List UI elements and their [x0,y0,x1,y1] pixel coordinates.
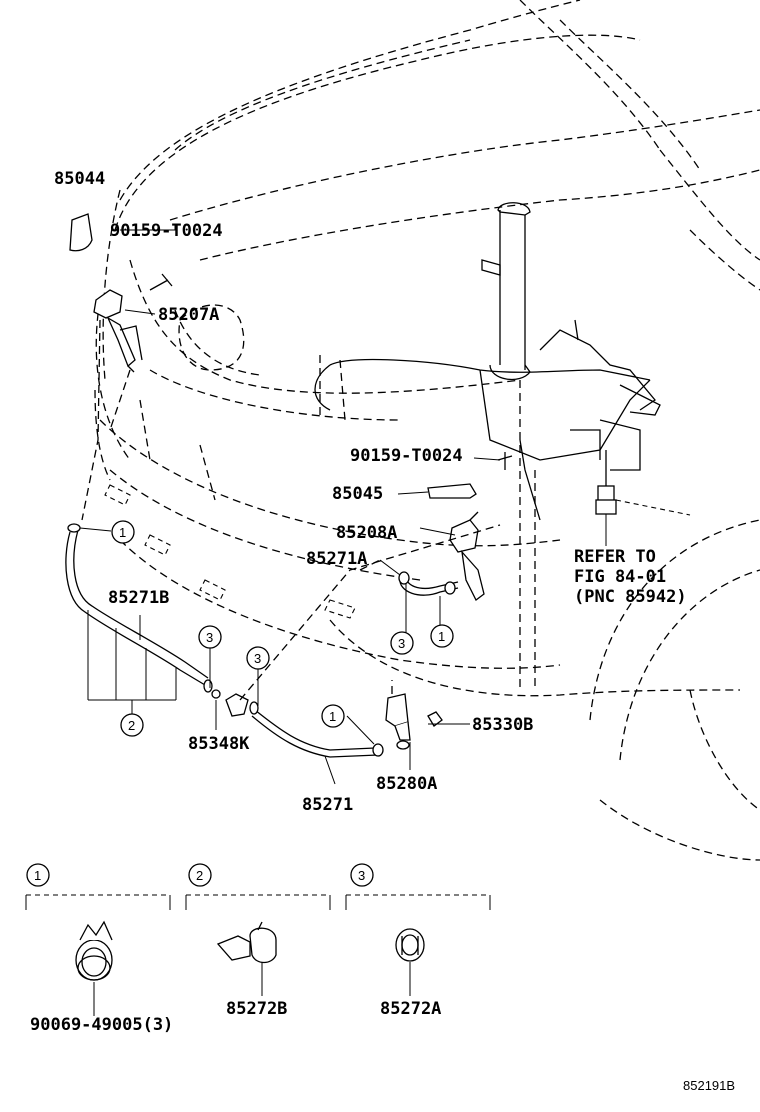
hoses [65,523,501,758]
label-85271: 85271 [302,795,353,815]
label-85044: 85044 [54,169,105,189]
callout-1-c: 1 [430,624,454,648]
callout-1-left: 1 [111,520,135,544]
label-85348K: 85348K [188,734,250,754]
label-90159-mid: 90159-T0024 [350,446,463,466]
figure-code: 852191B [683,1078,735,1093]
label-85272B: 85272B [226,999,287,1019]
level-sensor-connector [595,450,691,540]
washer-reservoir [314,202,661,521]
clamp-85272B-icon [216,921,277,996]
callout-1-bottom: 1 [321,704,345,728]
svg-text:1: 1 [119,525,126,540]
nozzle-assembly-left [81,273,173,521]
svg-text:1: 1 [329,709,336,724]
leader-lines [79,225,607,785]
label-85271B: 85271B [108,588,169,608]
label-85271A: 85271A [306,549,367,569]
circle-callouts: 1 2 3 3 1 3 1 [111,520,454,737]
label-85280A: 85280A [376,774,437,794]
svg-text:1: 1 [438,629,445,644]
label-85330B: 85330B [472,715,533,735]
svg-text:3: 3 [398,636,405,651]
svg-text:2: 2 [128,718,135,733]
legend-item-1: 1 [25,863,171,1016]
callout-2: 2 [120,713,144,737]
svg-text:3: 3 [358,868,365,883]
hose-clamp-90069-icon [75,920,113,1016]
svg-text:3: 3 [206,630,213,645]
legend: 1 2 [25,863,491,1016]
label-refer-line3: (PNC 85942) [574,587,687,607]
clamp-85272A-icon [395,928,425,996]
part-labels: 85044 90159-T0024 85207A 90159-T0024 850… [30,169,735,1093]
vehicle-body-outline [94,0,760,861]
svg-text:1: 1 [34,868,41,883]
cap-85044 [69,213,93,252]
legend-item-3: 3 [345,863,491,996]
label-85272A: 85272A [380,999,441,1019]
callout-3-a: 3 [198,625,222,649]
label-85208A: 85208A [336,523,397,543]
label-90069: 90069-49005(3) [30,1015,173,1035]
nozzle-assembly-right [427,452,513,601]
legend-item-2: 2 [185,863,331,996]
label-refer-line1: REFER TO [574,547,656,567]
callout-3-b: 3 [246,646,270,670]
callout-3-c: 3 [390,631,414,655]
label-90159-top: 90159-T0024 [110,221,223,241]
label-85045: 85045 [332,484,383,504]
svg-text:2: 2 [196,868,203,883]
label-85207A: 85207A [158,305,219,325]
washer-pump [385,680,443,750]
label-refer-line2: FIG 84-01 [574,567,666,587]
svg-text:3: 3 [254,651,261,666]
